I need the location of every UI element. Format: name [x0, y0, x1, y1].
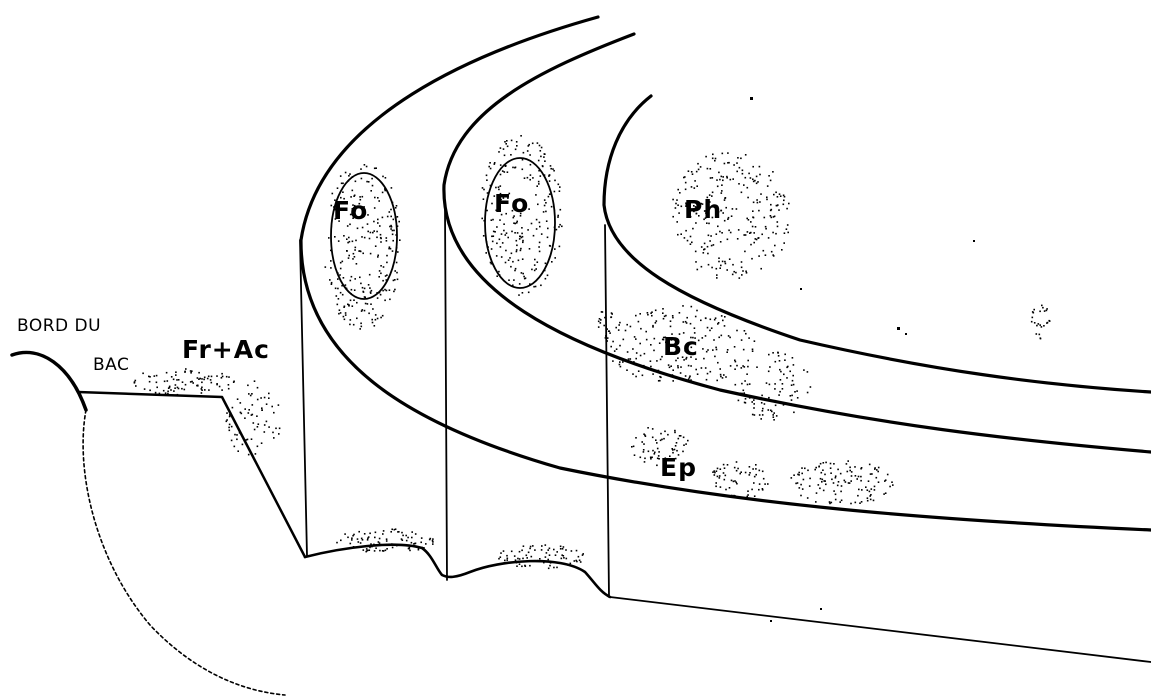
stipple-fo-left: [325, 164, 401, 330]
isolated-specks: [750, 97, 975, 622]
label-bac: BAC: [93, 357, 129, 374]
tank-edge-dashed: [83, 410, 285, 695]
base-slope: [610, 597, 1151, 662]
label-fo-left: Fo: [333, 198, 368, 223]
section-line-2: [445, 210, 447, 580]
base-profile: [305, 545, 610, 597]
tank-edge-curve: [12, 352, 86, 410]
label-bord-du: BORD DU: [17, 318, 101, 335]
fo-right-ellipse: [485, 158, 555, 288]
label-bc: Bc: [663, 334, 699, 359]
fo-left-ellipse: [331, 173, 397, 299]
label-fo-right: Fo: [494, 191, 529, 216]
stipple-fr-ac: [134, 368, 281, 457]
label-fr-ac: Fr+Ac: [182, 337, 270, 362]
label-ph: Ph: [684, 197, 722, 222]
label-ep: Ep: [660, 455, 697, 480]
outer-sheath: [301, 17, 1151, 530]
section-line-3: [605, 225, 609, 597]
middle-sheath: [444, 34, 1151, 452]
ground-profile: [78, 392, 305, 557]
